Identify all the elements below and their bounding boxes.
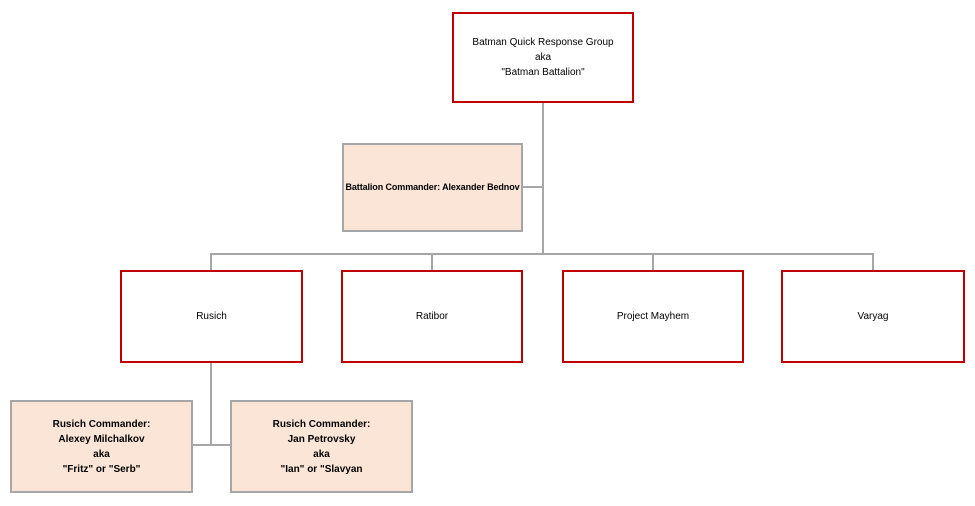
connector-drop-rusich [210,253,212,271]
node-project-mayhem: Project Mayhem [562,270,744,363]
rusich-commander-2-line-2: Jan Petrovsky [287,433,356,445]
rusich-commander-1-line-3: aka [93,448,110,460]
rusich-commander-1-line-4: "Fritz" or "Serb" [62,463,141,475]
node-battalion-commander: Battalion Commander: Alexander Bednov [342,143,523,232]
connector-root-trunk [542,103,544,254]
node-rusich-commander-petrovsky: Rusich Commander: Jan Petrovsky aka "Ian… [230,400,413,493]
connector-drop-varyag [872,253,874,271]
connector-rusich-down [210,362,212,446]
unit-label-ratibor: Ratibor [415,311,449,322]
node-ratibor: Ratibor [341,270,523,363]
unit-label-rusich: Rusich [196,311,227,322]
connector-distribution [210,253,874,255]
node-root-line-3: "Batman Battalion" [501,67,585,78]
node-varyag: Varyag [781,270,965,363]
node-batman-quick-response-group: Batman Quick Response Group aka "Batman … [452,12,634,103]
rusich-commander-2-line-4: "Ian" or "Slavyan [280,463,363,475]
rusich-commander-1-line-2: Alexey Milchalkov [58,433,145,445]
connector-drop-ratibor [431,253,433,271]
battalion-commander-label: Battalion Commander: Alexander Bednov [345,182,520,192]
unit-label-varyag: Varyag [857,311,889,322]
connector-drop-project-mayhem [652,253,654,271]
connector-rusich-commanders [193,444,231,446]
node-rusich-commander-milchalkov: Rusich Commander: Alexey Milchalkov aka … [10,400,193,493]
connector-battalion-commander [523,186,542,188]
rusich-commander-2-line-3: aka [313,448,330,460]
rusich-commander-1-line-1: Rusich Commander: [52,418,151,430]
node-rusich: Rusich [120,270,303,363]
node-root-line-1: Batman Quick Response Group [472,37,614,48]
node-root-line-2: aka [534,52,552,63]
rusich-commander-2-line-1: Rusich Commander: [272,418,371,430]
unit-label-project-mayhem: Project Mayhem [616,311,690,322]
